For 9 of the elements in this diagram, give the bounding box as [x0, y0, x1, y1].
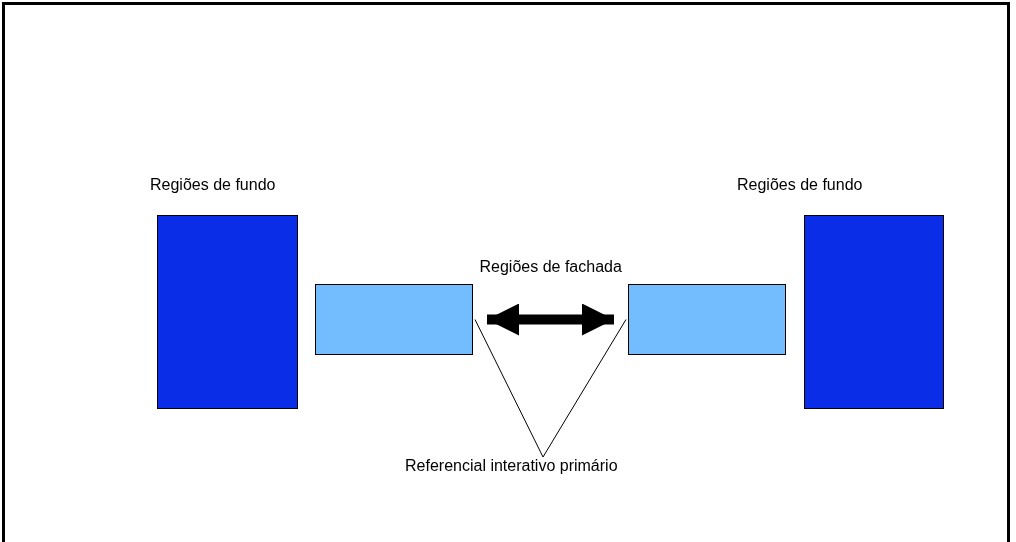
leader-line — [542, 319, 627, 458]
edge-label: Regiões de fachada — [477, 257, 624, 276]
region-heading: Regiões de fundo — [150, 176, 276, 194]
caption-text: Referencial interativo primário — [405, 457, 618, 475]
region-block — [628, 284, 786, 355]
region-heading: Regiões de fundo — [737, 176, 863, 194]
double-arrow — [487, 303, 614, 336]
region-block — [315, 284, 473, 355]
leader-line — [474, 319, 544, 458]
